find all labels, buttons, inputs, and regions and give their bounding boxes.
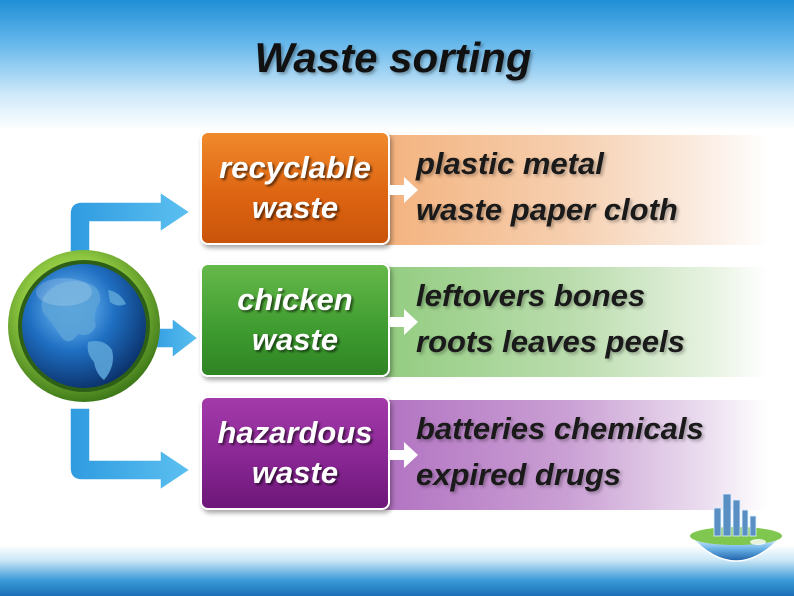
category-row-recyclable: recyclable waste plastic metal waste pap… — [200, 131, 770, 247]
category-label-line: waste — [251, 190, 339, 225]
items-line: waste paper cloth — [416, 192, 678, 227]
category-label-line: chicken — [237, 282, 353, 317]
arrow-right-icon — [69, 190, 192, 253]
arrow-right-icon — [390, 442, 418, 468]
items-line: roots leaves peels — [416, 324, 685, 359]
category-items: batteries chemicals expired drugs — [416, 406, 766, 498]
category-row-chicken: chicken waste leftovers bones roots leav… — [200, 263, 770, 379]
items-line: leftovers bones — [416, 278, 646, 313]
items-line: plastic metal — [416, 146, 604, 181]
items-line: expired drugs — [416, 457, 621, 492]
globe-icon — [8, 250, 160, 402]
arrow-right-icon — [69, 407, 192, 492]
category-row-hazardous: hazardous waste batteries chemicals expi… — [200, 396, 770, 512]
items-band — [368, 267, 768, 377]
items-band — [368, 135, 768, 245]
items-band — [368, 400, 768, 510]
slide-title: Waste sorting — [254, 34, 532, 81]
category-items: plastic metal waste paper cloth — [416, 141, 766, 233]
category-label-line: waste — [251, 455, 339, 490]
category-label-line: recyclable — [219, 150, 371, 185]
category-label-chicken: chicken waste — [200, 263, 390, 377]
arrow-right-icon — [390, 177, 418, 203]
category-items: leftovers bones roots leaves peels — [416, 273, 766, 365]
category-label-line: hazardous — [217, 415, 373, 450]
items-line: batteries chemicals — [416, 411, 704, 446]
arrow-right-icon — [390, 309, 418, 335]
city-island-icon — [688, 493, 784, 562]
category-label-line: waste — [251, 322, 339, 357]
category-label-hazardous: hazardous waste — [200, 396, 390, 510]
category-label-recyclable: recyclable waste — [200, 131, 390, 245]
